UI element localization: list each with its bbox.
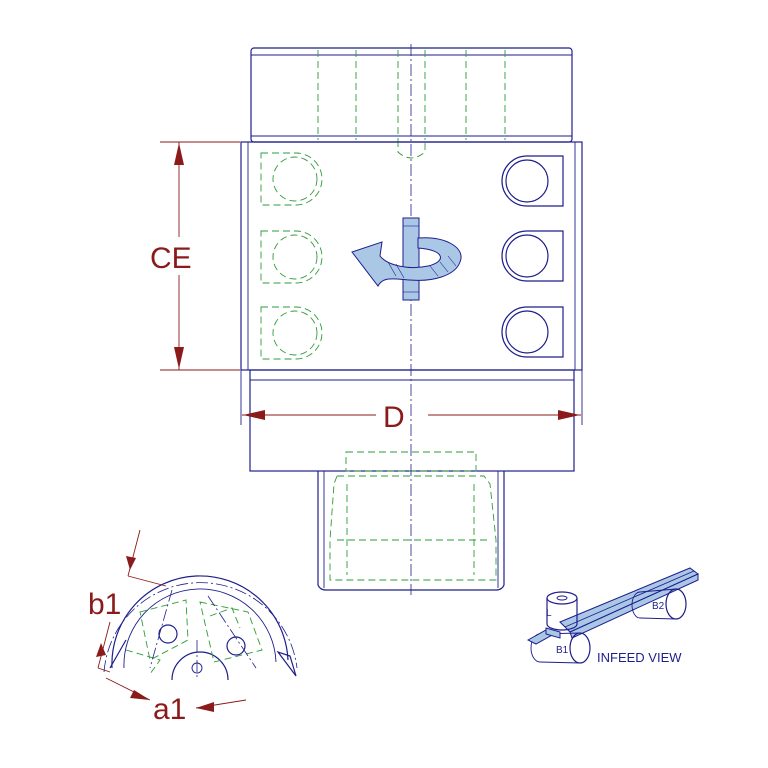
detail-insert-left bbox=[158, 624, 178, 644]
dimension-b1-label: b1 bbox=[88, 588, 121, 621]
left-port-column bbox=[260, 152, 323, 360]
roll-b2 bbox=[665, 588, 687, 620]
infeed-label-b2: B2 bbox=[652, 601, 665, 612]
dimension-a1-label: a1 bbox=[153, 693, 186, 726]
detail-insert-right bbox=[226, 636, 246, 656]
infeed-view-caption: INFEED VIEW bbox=[597, 650, 682, 665]
dimension-ce-label: CE bbox=[150, 242, 192, 275]
dimension-d-label: D bbox=[383, 401, 405, 434]
infeed-label-b1: B1 bbox=[556, 645, 569, 656]
tool-holder-front-view bbox=[240, 44, 583, 595]
cutter-detail-view: b1 a1 bbox=[88, 529, 298, 726]
left-port-bottom bbox=[260, 306, 323, 360]
dim-ce-arrow-top bbox=[174, 143, 184, 165]
right-port-bottom bbox=[501, 306, 564, 358]
right-port-middle bbox=[501, 230, 564, 282]
dimension-d: D bbox=[242, 401, 581, 434]
lower-shoulder bbox=[240, 369, 583, 472]
rotation-arrow-icon bbox=[351, 217, 462, 301]
dimension-ce: CE bbox=[150, 141, 240, 371]
dim-d-arrow-left bbox=[243, 410, 265, 420]
infeed-view: B2 L B1 INFEED VIEW bbox=[526, 567, 699, 665]
dim-ce-arrow-bottom bbox=[174, 347, 184, 369]
guide-rail bbox=[559, 567, 699, 633]
left-port-top bbox=[260, 152, 323, 206]
right-port-column bbox=[501, 155, 564, 358]
infeed-label-l: L bbox=[546, 608, 552, 619]
dim-d-arrow-right bbox=[558, 410, 580, 420]
left-port-middle bbox=[260, 230, 323, 284]
right-port-top bbox=[501, 155, 564, 207]
tool-l: L bbox=[546, 591, 578, 631]
